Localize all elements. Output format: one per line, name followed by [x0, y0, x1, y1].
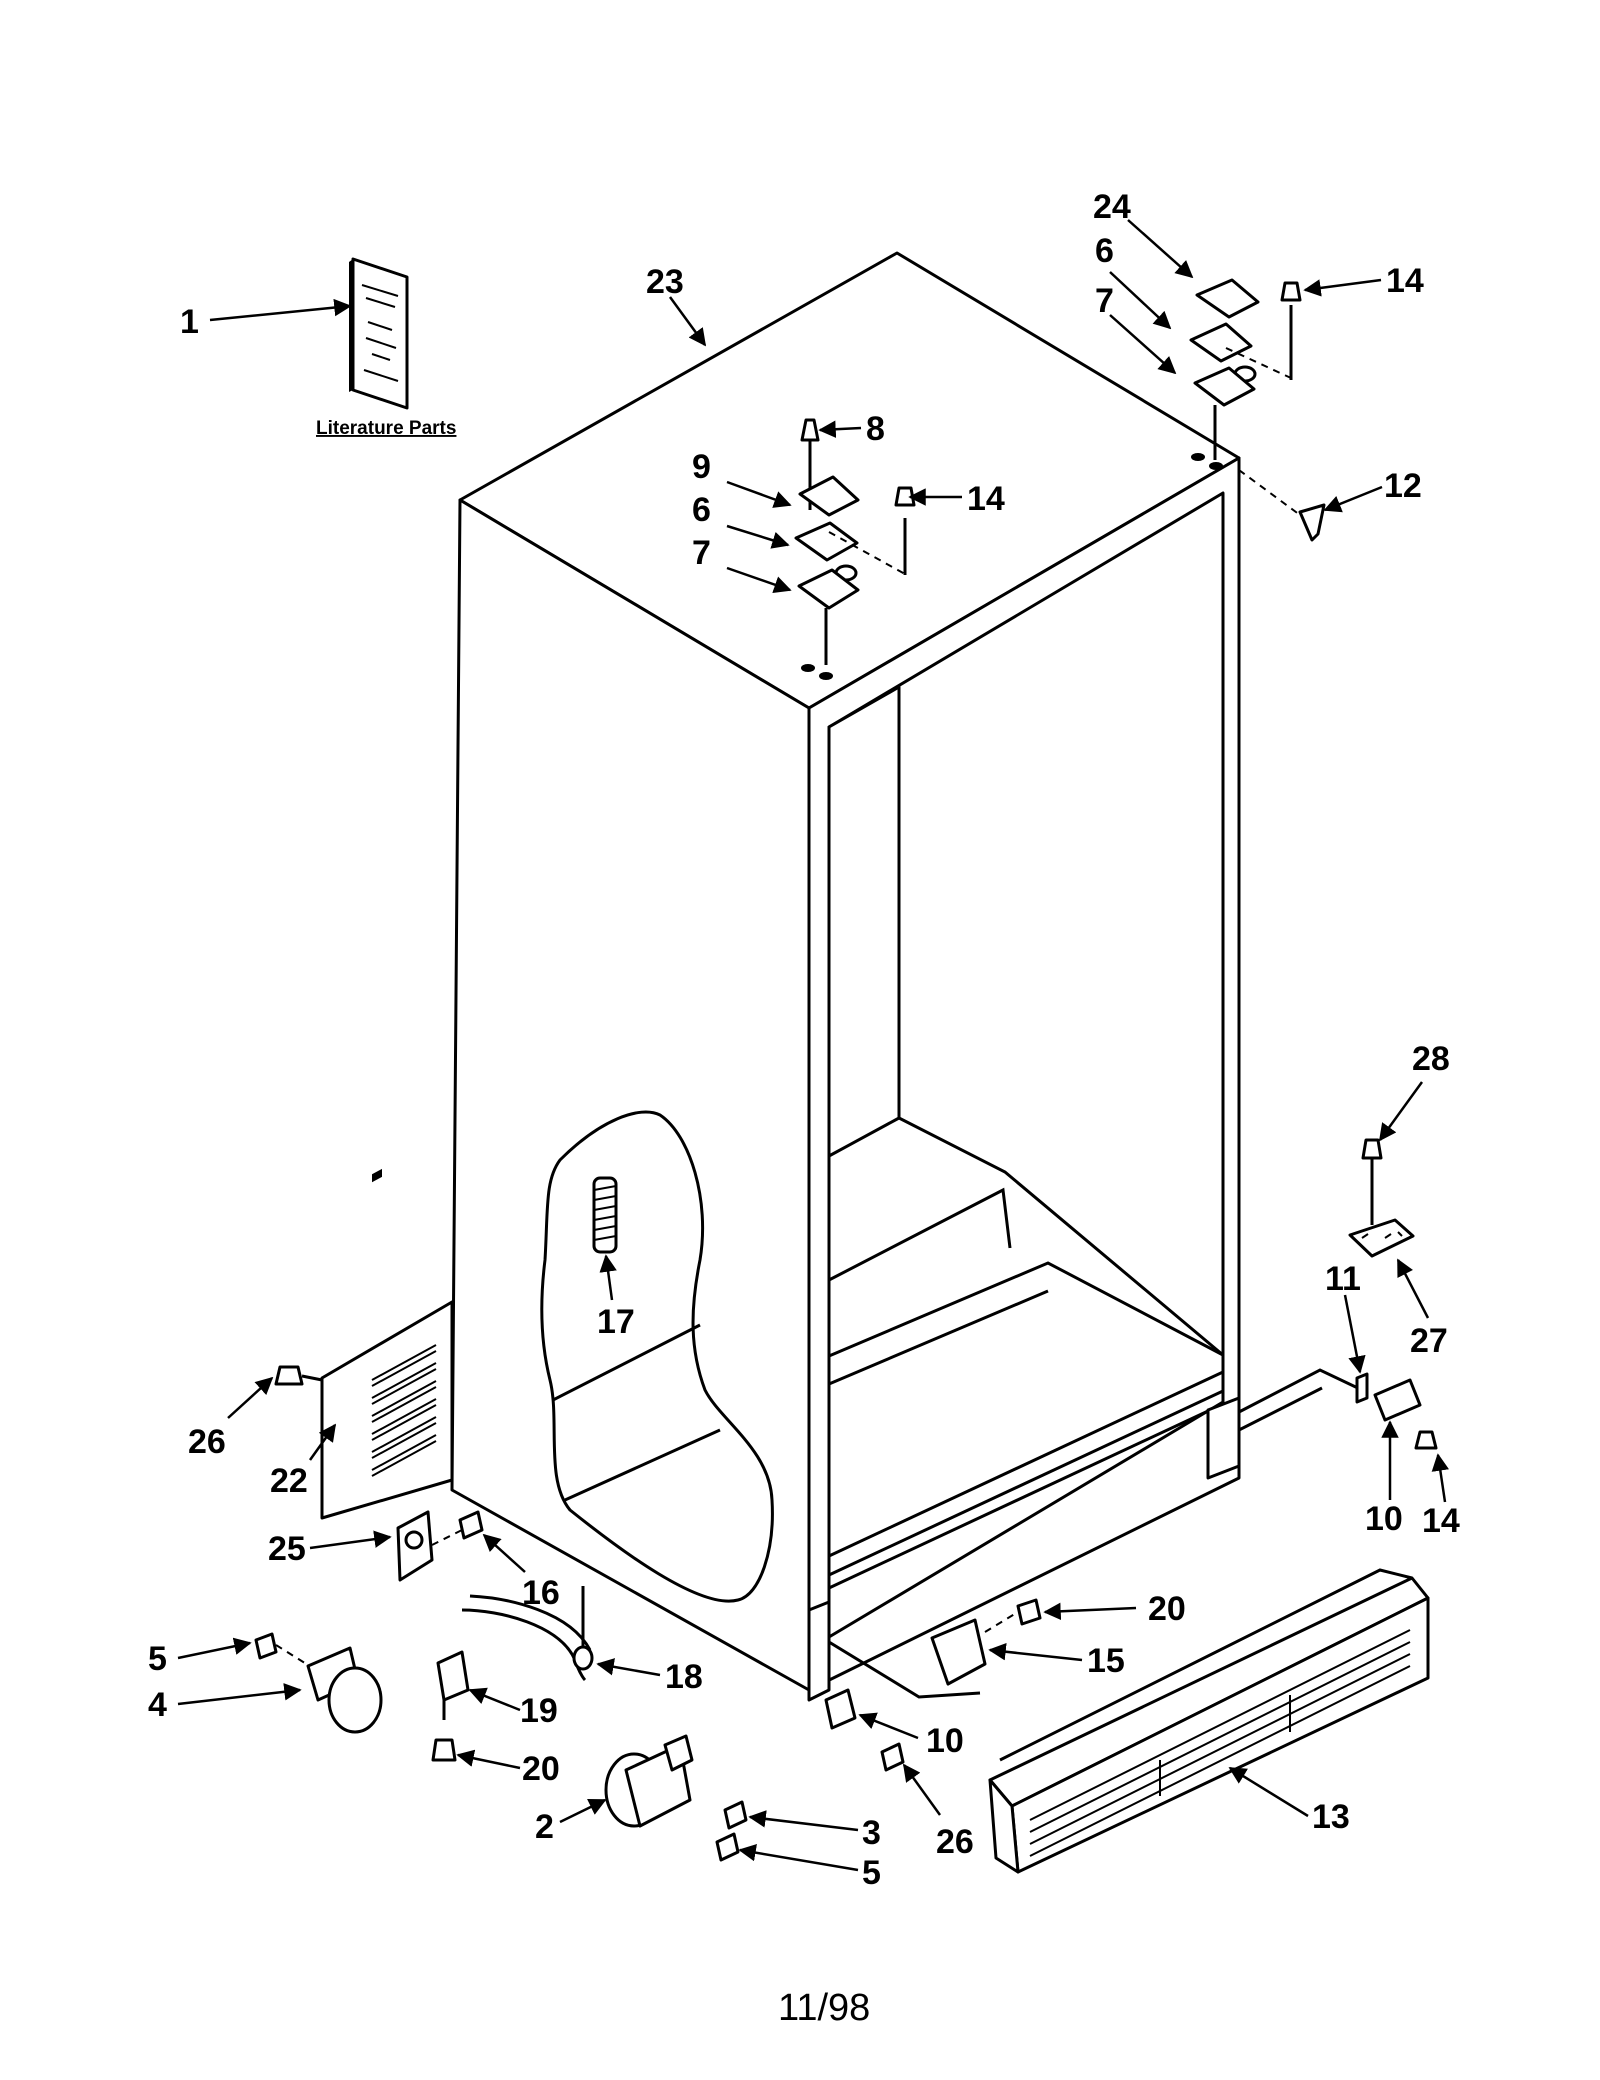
- callout-4: 4: [148, 1686, 167, 1724]
- bracket-27: [1348, 1138, 1415, 1258]
- callout-2: 2: [535, 1808, 554, 1846]
- callout-20-right: 20: [1148, 1590, 1186, 1628]
- center-hinge-stack: [794, 418, 916, 665]
- callout-9: 9: [692, 448, 711, 486]
- callout-16: 16: [522, 1574, 560, 1612]
- condenser-panel: [274, 1168, 454, 1520]
- callout-10-right: 10: [1365, 1500, 1403, 1538]
- screw-26-left: [274, 1365, 304, 1386]
- roller-bracket-25: [396, 1510, 484, 1582]
- caster-4: [254, 1632, 383, 1734]
- top-hinge-stack: [1189, 278, 1302, 460]
- bracket-10-right: [1238, 1368, 1438, 1450]
- callout-11: 11: [1325, 1260, 1361, 1298]
- callout-1: 1: [180, 303, 199, 341]
- callout-22: 22: [270, 1462, 308, 1500]
- callout-18: 18: [665, 1658, 703, 1696]
- bracket-10-bottom: [824, 1688, 905, 1772]
- callout-7-center: 7: [692, 534, 711, 572]
- callout-20-left: 20: [522, 1750, 560, 1788]
- callout-7-top: 7: [1095, 282, 1114, 320]
- toe-grille: [988, 1568, 1430, 1874]
- roller-2: [604, 1734, 748, 1862]
- callout-3: 3: [862, 1814, 881, 1852]
- callout-24: 24: [1093, 188, 1131, 226]
- callout-14-right: 14: [1422, 1502, 1460, 1540]
- callout-25: 25: [268, 1530, 306, 1568]
- callout-15: 15: [1087, 1642, 1125, 1680]
- callout-6-top: 6: [1095, 232, 1114, 270]
- interior-side-wall: [827, 685, 901, 1158]
- callout-10-bottom: 10: [926, 1722, 964, 1760]
- literature-parts-label: Literature Parts: [316, 418, 456, 439]
- callout-5-bottom: 5: [862, 1854, 881, 1892]
- drain-tube: [592, 1176, 618, 1254]
- leader-lines: [177, 219, 1449, 1872]
- callout-26-left: 26: [188, 1423, 226, 1461]
- callout-14-center: 14: [967, 480, 1005, 518]
- callout-14-top: 14: [1386, 262, 1424, 300]
- callout-12: 12: [1384, 467, 1422, 505]
- water-tube: [431, 1586, 594, 1762]
- refrigerator-cabinet: [450, 251, 1323, 1702]
- bracket-15: [930, 1598, 1042, 1686]
- callout-8: 8: [866, 410, 885, 448]
- callout-27: 27: [1410, 1322, 1448, 1360]
- callout-5-left: 5: [148, 1640, 167, 1678]
- callout-6-center: 6: [692, 491, 711, 529]
- callout-13: 13: [1312, 1798, 1350, 1836]
- part-12: [1298, 503, 1326, 542]
- callout-28: 28: [1412, 1040, 1450, 1078]
- callout-19: 19: [520, 1692, 558, 1730]
- page-footer-date: 11/98: [778, 1987, 870, 2029]
- callout-26-bottom: 26: [936, 1823, 974, 1861]
- literature-parts: Literature Parts: [316, 257, 456, 439]
- callout-23: 23: [646, 263, 684, 301]
- callout-17: 17: [597, 1303, 635, 1341]
- callout-numbers: 1 23 24 6 7 14 8 9 6 7 14 12 28 11 27 10…: [148, 188, 1460, 1892]
